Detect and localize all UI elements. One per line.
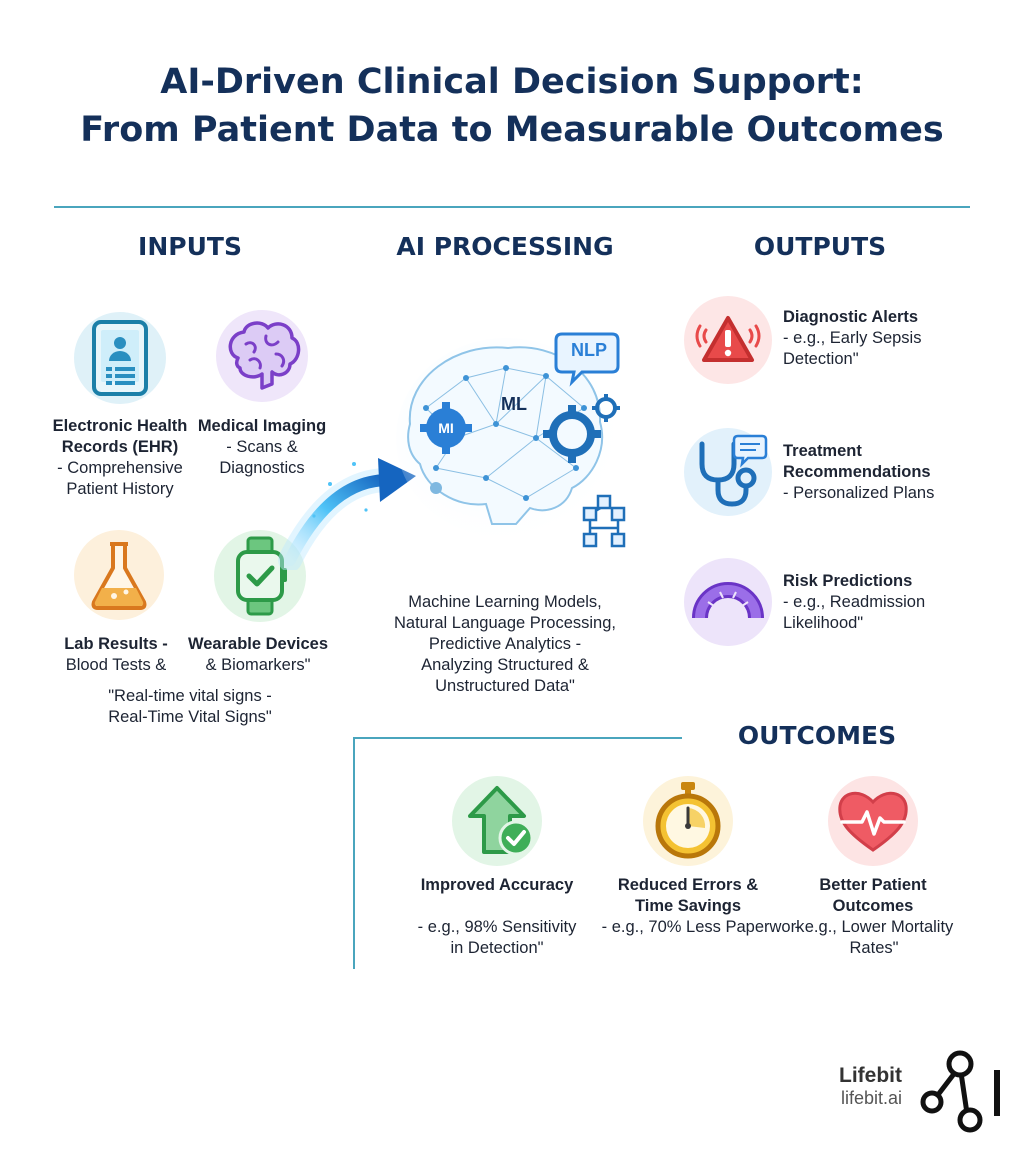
lab-icon-circle xyxy=(74,530,164,620)
outcomes-divider-left xyxy=(353,737,355,969)
alert-caption: Diagnostic Alerts - e.g., Early Sepsis D… xyxy=(783,308,922,368)
smartwatch-icon xyxy=(236,536,287,616)
ehr-caption: Electronic Health Records (EHR) - Compre… xyxy=(52,417,188,498)
flow-arrow-icon xyxy=(278,458,416,570)
time-icon-circle xyxy=(643,776,733,866)
time-detail: - e.g., 70% Less Paperwork xyxy=(601,918,805,936)
processing-caption: Machine Learning Models, Natural Languag… xyxy=(394,593,616,695)
small-gear-icon xyxy=(430,482,442,494)
mi-badge: MI xyxy=(438,420,454,436)
brand-name: Lifebit xyxy=(839,1064,902,1087)
outcomes-icon-circle xyxy=(828,776,918,866)
risk-caption: Risk Predictions - e.g., Readmission Lik… xyxy=(783,572,926,632)
stopwatch-icon xyxy=(655,782,721,859)
inputs-heading: INPUTS xyxy=(138,232,242,261)
page-title: AI-Driven Clinical Decision Support: Fro… xyxy=(0,58,1024,154)
accuracy-detail: - e.g., 98% Sensitivity in Detection" xyxy=(417,918,577,957)
time-title: Reduced Errors & Time Savings xyxy=(617,876,759,915)
nlp-badge: NLP xyxy=(571,340,607,360)
patient-outcomes-title: Better Patient Outcomes xyxy=(819,876,927,915)
imaging-caption: Medical Imaging - Scans & Diagnostics xyxy=(197,417,327,477)
brain-icon xyxy=(228,321,301,390)
title-line-1: AI-Driven Clinical Decision Support: xyxy=(160,62,864,102)
wearable-caption: Wearable Devices & Biomarkers" xyxy=(187,635,329,674)
processing-heading: AI PROCESSING xyxy=(396,232,614,261)
gear-icon xyxy=(420,402,472,454)
arrow-up-check-icon xyxy=(468,786,534,856)
alert-icon-circle xyxy=(684,296,772,384)
heart-pulse-icon xyxy=(838,791,908,852)
brand-url: lifebit.ai xyxy=(840,1088,902,1108)
header-divider xyxy=(54,206,970,208)
gear-icon xyxy=(543,405,601,463)
title-line-2: From Patient Data to Measurable Outcomes xyxy=(80,110,944,150)
imaging-icon-circle xyxy=(216,310,308,402)
accuracy-icon-circle xyxy=(452,776,542,866)
lifebit-logo-icon xyxy=(920,1050,1000,1133)
treatment-icon-circle xyxy=(684,428,772,516)
gear-icon xyxy=(592,394,620,422)
ai-brain-network-icon xyxy=(396,332,626,548)
stethoscope-icon xyxy=(699,434,768,507)
ehr-icon-circle xyxy=(74,312,166,404)
tablet-record-icon xyxy=(92,320,148,396)
outcomes-divider-top xyxy=(354,737,682,739)
treatment-caption: Treatment Recommendations - Personalized… xyxy=(783,442,935,502)
ml-badge: ML xyxy=(501,394,527,414)
network-nodes-icon xyxy=(582,494,626,548)
lab-caption: Lab Results - Blood Tests & xyxy=(64,635,168,674)
outputs-heading: OUTPUTS xyxy=(753,232,887,261)
flask-icon xyxy=(91,542,147,610)
inputs-note: "Real-time vital signs - Real-Time Vital… xyxy=(108,687,272,726)
brand-block: Lifebit lifebit.ai xyxy=(800,1064,902,1109)
accuracy-title: Improved Accuracy xyxy=(420,876,574,894)
outcomes-heading: OUTCOMES xyxy=(737,721,897,750)
wearable-icon-circle xyxy=(214,530,306,622)
gauge-icon xyxy=(692,582,764,619)
risk-icon-circle xyxy=(684,558,772,646)
patient-outcomes-detail: - e.g., Lower Mortality Rates" xyxy=(794,918,954,957)
warning-icon xyxy=(695,316,761,362)
